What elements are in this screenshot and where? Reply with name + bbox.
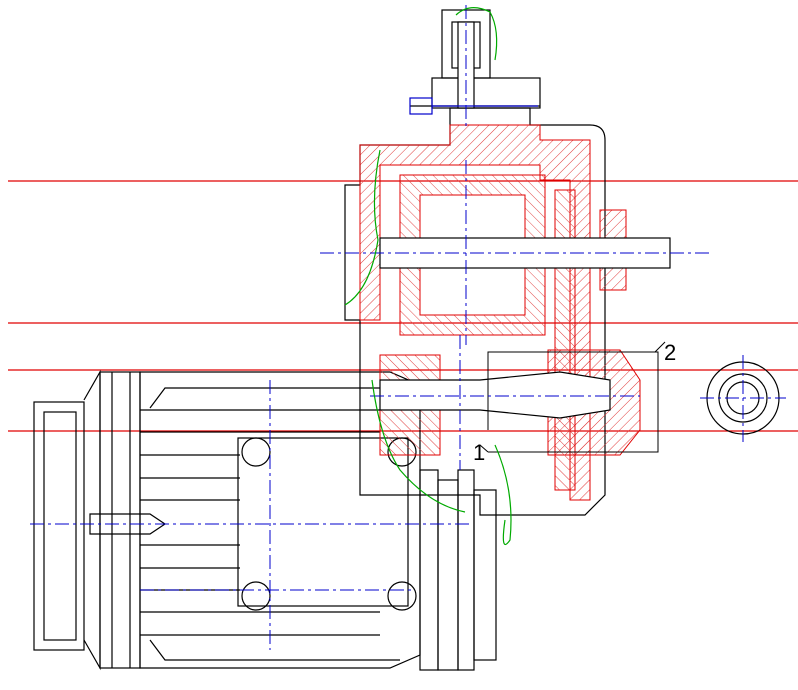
callout-1: 1 [473,440,485,465]
centerlines [30,5,786,650]
break-lines [344,7,512,545]
detail-box [479,341,666,453]
callout-2: 2 [664,340,676,365]
bolt [409,97,538,115]
callouts: 1 2 [473,340,676,465]
